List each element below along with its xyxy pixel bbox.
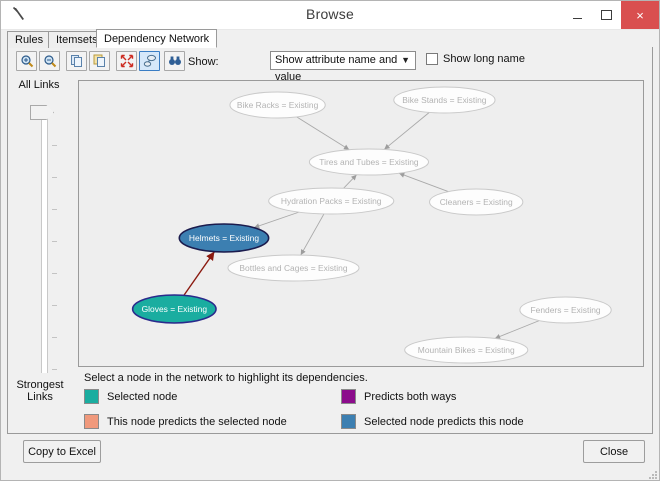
graph-toolbar: Show: Show attribute name and value ▼ Sh… [8, 47, 652, 83]
node-label: Bottles and Cages = Existing [239, 263, 347, 273]
close-icon: × [636, 7, 644, 23]
copy-to-excel-button[interactable]: Copy to Excel [23, 440, 101, 463]
node-ellipse [229, 91, 326, 119]
tab-itemsets[interactable]: Itemsets [48, 31, 106, 48]
graph-edges [183, 112, 540, 339]
node-label: Hydration Packs = Existing [281, 196, 382, 206]
graph-node-mountain_bikes[interactable]: Mountain Bikes = Existing [404, 336, 529, 364]
graph-nodes: Bike Racks = Existing Bike Stands = Exist… [131, 86, 612, 364]
graph-node-hydration[interactable]: Hydration Packs = Existing [268, 187, 395, 215]
graph-node-bike_stands[interactable]: Bike Stands = Existing [393, 86, 496, 114]
legend-label-selected-predicts: Selected node predicts this node [364, 415, 524, 428]
graph-edge [300, 213, 325, 256]
node-label: Mountain Bikes = Existing [418, 345, 515, 355]
slider-top-label: All Links [18, 79, 60, 91]
resize-grip[interactable] [647, 469, 657, 479]
graph-edge [253, 211, 300, 229]
graph-edge [183, 251, 215, 296]
legend-item-selected-node: Selected node [84, 389, 177, 404]
slider-bottom-label: Strongest Links [16, 379, 64, 403]
legend-label-both-ways: Predicts both ways [364, 390, 457, 403]
node-ellipse [393, 86, 496, 114]
selection-hint: Select a node in the network to highligh… [84, 372, 368, 384]
legend-item-predicts-selected: This node predicts the selected node [84, 414, 287, 429]
fit-to-screen-icon[interactable] [116, 51, 137, 71]
copy-icon[interactable] [66, 51, 87, 71]
chevron-down-icon: ▼ [401, 55, 410, 65]
node-ellipse [131, 294, 217, 324]
close-window-button[interactable]: × [621, 1, 659, 29]
node-label: Bike Racks = Existing [237, 100, 319, 110]
node-ellipse [404, 336, 529, 364]
zoom-in-icon[interactable] [16, 51, 37, 71]
dependency-network-panel: Show: Show attribute name and value ▼ Sh… [7, 47, 653, 434]
find-node-icon[interactable] [164, 51, 185, 71]
node-label: Fenders = Existing [530, 305, 600, 315]
show-long-name-label: Show long name [443, 53, 525, 65]
legend-swatch-predicts-selected [84, 414, 99, 429]
node-ellipse [227, 254, 360, 282]
show-long-name-checkbox[interactable]: Show long name [426, 53, 525, 65]
legend-item-selected-predicts: Selected node predicts this node [341, 414, 524, 429]
slider-track[interactable] [41, 113, 48, 373]
legend-item-both-ways: Predicts both ways [341, 389, 456, 404]
graph-node-gloves[interactable]: Gloves = Existing [131, 294, 217, 324]
window-title: Browse [306, 6, 354, 22]
graph-node-bike_racks[interactable]: Bike Racks = Existing [229, 91, 326, 119]
node-label: Bike Stands = Existing [402, 95, 486, 105]
graph-edge [296, 116, 350, 151]
slider-ticks [52, 113, 60, 375]
node-ellipse [429, 188, 524, 216]
copy-image-icon[interactable] [89, 51, 110, 71]
graph-node-cleaners[interactable]: Cleaners = Existing [429, 188, 524, 216]
node-ellipse [308, 148, 430, 176]
node-label: Helmets = Existing [189, 233, 259, 243]
checkbox-box [426, 53, 438, 65]
graph-edge [343, 174, 357, 189]
node-ellipse [178, 223, 270, 253]
node-ellipse [268, 187, 395, 215]
node-label: Tires and Tubes = Existing [319, 157, 419, 167]
dependency-graph-canvas[interactable]: Bike Racks = Existing Bike Stands = Exist… [78, 80, 644, 367]
graph-edge [494, 320, 540, 339]
window-controls: × [563, 1, 659, 29]
show-label: Show: [188, 56, 219, 68]
legend-swatch-both-ways [341, 389, 356, 404]
legend-label-predicts-selected: This node predicts the selected node [107, 415, 287, 428]
graph-node-helmets[interactable]: Helmets = Existing [178, 223, 270, 253]
tab-strip: Rules Itemsets Dependency Network [7, 29, 653, 48]
legend-swatch-selected [84, 389, 99, 404]
minimize-button[interactable] [563, 1, 592, 29]
graph-node-bottles_cages[interactable]: Bottles and Cages = Existing [227, 254, 360, 282]
tab-dependency-network[interactable]: Dependency Network [96, 29, 218, 48]
pickaxe-icon [10, 5, 30, 25]
slider-thumb[interactable] [30, 105, 54, 120]
maximize-button[interactable] [592, 1, 621, 29]
link-strength-slider[interactable]: All Links Strongest Links [8, 75, 76, 433]
zoom-out-icon[interactable] [39, 51, 60, 71]
dependency-graph: Bike Racks = Existing Bike Stands = Exist… [131, 86, 612, 364]
node-ellipse [519, 296, 612, 324]
graph-edge [398, 172, 449, 193]
graph-node-tires_tubes[interactable]: Tires and Tubes = Existing [308, 148, 430, 176]
show-select[interactable]: Show attribute name and value ▼ [270, 51, 416, 83]
graph-edge [383, 112, 430, 150]
graph-node-fenders[interactable]: Fenders = Existing [519, 296, 612, 324]
network-layout-icon[interactable] [139, 51, 160, 71]
tab-rules[interactable]: Rules [7, 31, 52, 48]
dialog-footer: Copy to Excel Close [7, 440, 653, 472]
legend-swatch-selected-predicts [341, 414, 356, 429]
show-select-value: Show attribute name and value [275, 54, 398, 83]
node-label: Gloves = Existing [142, 304, 208, 314]
close-button[interactable]: Close [583, 440, 645, 463]
title-bar: Browse × [1, 1, 659, 30]
node-label: Cleaners = Existing [440, 197, 513, 207]
legend-label-selected: Selected node [107, 390, 178, 403]
